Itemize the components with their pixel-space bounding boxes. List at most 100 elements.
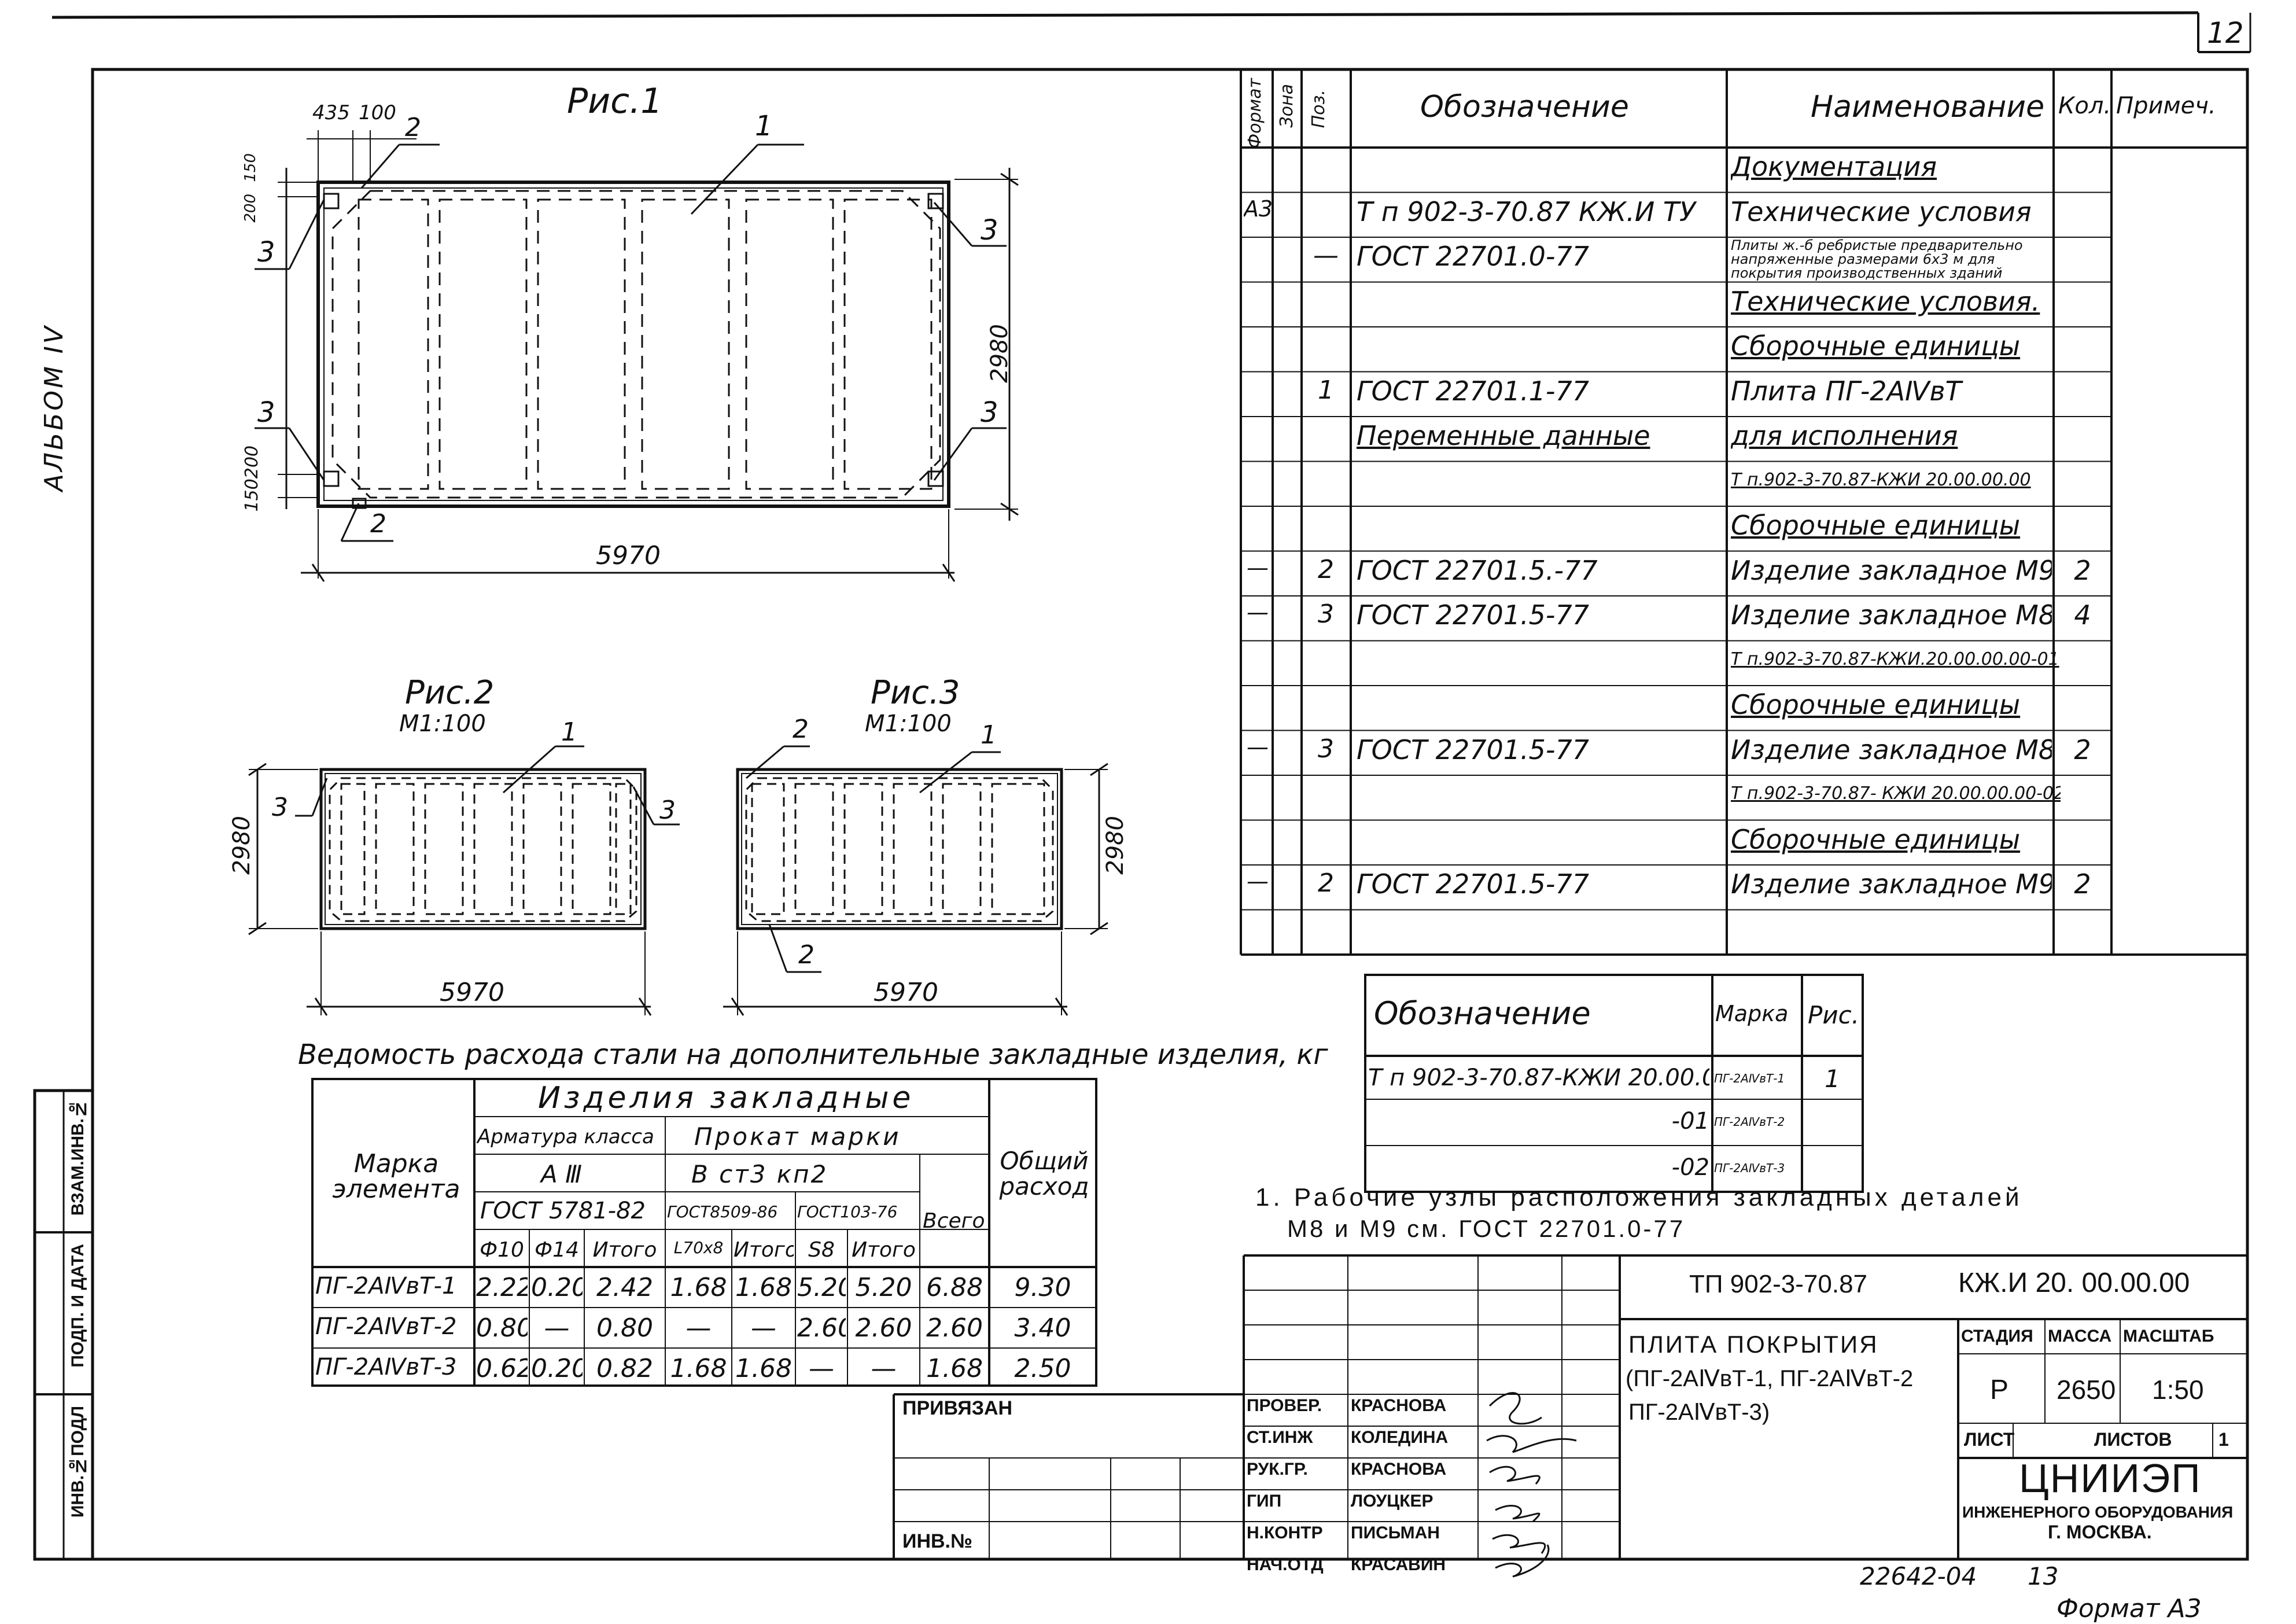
signer-role: Н.КОНТР: [1247, 1523, 1323, 1542]
spec-row-pos: 2: [1318, 554, 1334, 584]
stage-label: СТАДИЯ: [1961, 1327, 2033, 1346]
variants-header-designation: Обозначение: [1374, 995, 1591, 1032]
spec-row-name: Т п.902-3-70.87-КЖИ 20.00.00.00: [1731, 469, 2031, 490]
spec-row-pos: —: [1313, 241, 1339, 270]
fig1-callout-3-tr: 3: [981, 214, 998, 246]
steel-row-value: —: [751, 1313, 776, 1343]
bottom-code: 22642-04: [1860, 1562, 1977, 1590]
fig3-title: Рис.3: [871, 674, 960, 712]
steel-subhead: Ф14: [535, 1238, 579, 1262]
fig3-dim-5970: 5970: [874, 978, 938, 1007]
spec-row-designation: ГОСТ 22701.5-77: [1357, 599, 1590, 631]
fig1-title: Рис.1: [567, 81, 663, 121]
steel-subhead: Итого: [852, 1238, 916, 1262]
steel-row-value: 2.60: [926, 1313, 983, 1343]
steel-row-value: 5.20: [797, 1273, 846, 1302]
spec-row-qty: 2: [2074, 868, 2091, 900]
steel-h-mark: Марка элемента: [332, 1149, 460, 1204]
spec-header-pos: Поз.: [1309, 90, 1329, 128]
org-line-2: ИНЖЕНЕРНОГО ОБОРУДОВАНИЯ: [1962, 1503, 2234, 1521]
spec-row-qty: 2: [2074, 554, 2091, 586]
fig1-callout-2-bottom: 2: [370, 509, 386, 539]
steel-row-value: —: [544, 1313, 570, 1343]
spec-row-name: Сборочные единицы: [1731, 823, 2021, 855]
page-number: 12: [2207, 16, 2244, 50]
steel-h-rolled: Прокат марки: [694, 1122, 901, 1151]
spec-row-name: Изделие закладное М8: [1731, 599, 2052, 631]
stamp-inv-podl: ИНВ.№ПОДЛ: [68, 1406, 87, 1518]
steel-row-value: 0.62: [476, 1354, 528, 1383]
signer-role: ГИП: [1247, 1492, 1282, 1511]
steel-row-value: 0.20: [531, 1354, 583, 1383]
spec-row-name: Т п.902-3-70.87- КЖИ 20.00.00.00-02: [1731, 783, 2061, 804]
spec-header-format: Формат: [1245, 78, 1265, 149]
spec-row-designation: ГОСТ 22701.5-77: [1357, 868, 1590, 900]
steel-row-value: 2.60: [855, 1313, 912, 1343]
variant-designation: -01: [1671, 1108, 1709, 1135]
sheets-label: ЛИСТОВ: [2094, 1429, 2172, 1450]
note-line-1: 1. Рабочие узлы расположения закладных д…: [1255, 1183, 2023, 1211]
signer-role: НАЧ.ОТД: [1247, 1555, 1324, 1574]
signer-role: ПРОВЕР.: [1247, 1396, 1322, 1415]
steel-row-value: 1.68: [670, 1354, 727, 1383]
spec-row-name: Т п.902-3-70.87-КЖИ.20.00.00.00-01: [1731, 649, 2059, 669]
steel-row-value: 1.68: [926, 1354, 983, 1383]
spec-row-name: Изделие закладное М9: [1731, 554, 2052, 586]
spec-row-pos: 1: [1318, 375, 1334, 405]
spec-row-pos: 3: [1318, 599, 1334, 629]
variant-mark: ПГ-2АⅣвТ-2: [1714, 1115, 1785, 1129]
product-title: ПЛИТА ПОКРЫТИЯ: [1628, 1331, 1879, 1358]
spec-header-qty: Кол.: [2058, 93, 2111, 119]
fig2-callout-3-right: 3: [659, 796, 676, 825]
variant-mark: ПГ-2АⅣвТ-1: [1714, 1071, 1785, 1085]
fig1-callout-3-br: 3: [981, 396, 998, 429]
steel-h-overall: Общий расход: [999, 1147, 1089, 1201]
fig1-dim-200: 200: [242, 194, 259, 223]
steel-row-value: 6.88: [926, 1273, 983, 1302]
spec-row-name: для исполнения: [1731, 420, 1958, 451]
spec-row-name: Технические условия.: [1731, 285, 2040, 317]
fig1-plate-outline: [316, 181, 950, 508]
steel-h-gost5781: ГОСТ 5781-82: [480, 1198, 646, 1224]
steel-subhead: Итого: [734, 1238, 794, 1262]
steel-row-value: —: [809, 1354, 834, 1383]
signer-name: ЛОУЦКЕР: [1351, 1492, 1433, 1511]
spec-row-format: —: [1247, 868, 1269, 894]
variant-fig: 1: [1825, 1065, 1840, 1093]
sheets-value: 1: [2218, 1429, 2229, 1450]
steel-title: Ведомость расхода стали на дополнительны…: [298, 1039, 1328, 1071]
variant-mark: ПГ-2АⅣвТ-3: [1714, 1161, 1785, 1175]
spec-row-format: —: [1247, 599, 1269, 625]
bound-label: ПРИВЯЗАН: [902, 1397, 1013, 1419]
signer-name: КРАСАВИН: [1351, 1555, 1446, 1574]
fig3-callout-2-top: 2: [793, 715, 809, 744]
mass-value: 2650: [2057, 1375, 2116, 1405]
steel-row-mark: ПГ-2АⅣвТ-3: [315, 1354, 457, 1380]
sheet-label: ЛИСТ: [1964, 1429, 2015, 1450]
variants-header-fig: Рис.: [1808, 1001, 1860, 1029]
doc-mark: КЖ.И 20. 00.00.00: [1958, 1268, 2190, 1298]
steel-row-value: 1.68: [735, 1354, 792, 1383]
steel-row-value: 1.68: [670, 1273, 727, 1302]
signer-name: КРАСНОВА: [1351, 1396, 1447, 1415]
bottom-sheet-number: 13: [2028, 1562, 2059, 1590]
spec-row-name: Технические условия: [1731, 196, 2032, 227]
fig2-callout-1: 1: [561, 717, 577, 747]
fig2-dim-2980: 2980: [229, 816, 255, 875]
spec-row-name: Документация: [1731, 151, 1937, 182]
spec-row-name: Сборочные единицы: [1731, 510, 2021, 541]
fig3-callout-2-bottom: 2: [798, 940, 815, 970]
spec-row-designation: Переменные данные: [1357, 420, 1650, 451]
spec-row-qty: 2: [2074, 734, 2091, 765]
steel-subhead: Ф10: [480, 1238, 524, 1262]
steel-row-value: 3.40: [1014, 1313, 1071, 1343]
spec-row-designation: ГОСТ 22701.0-77: [1357, 241, 1590, 272]
fig3-dim-2980: 2980: [1102, 816, 1129, 875]
steel-h-total: Всего: [923, 1209, 985, 1233]
org-name: ЦНИИЭП: [2019, 1456, 2202, 1501]
fig1-callout-1: 1: [755, 110, 773, 142]
steel-row-value: 5.20: [855, 1273, 912, 1302]
steel-h-gost103: ГОСТ103-76: [797, 1202, 898, 1221]
steel-row-value: 2.60: [797, 1313, 846, 1343]
